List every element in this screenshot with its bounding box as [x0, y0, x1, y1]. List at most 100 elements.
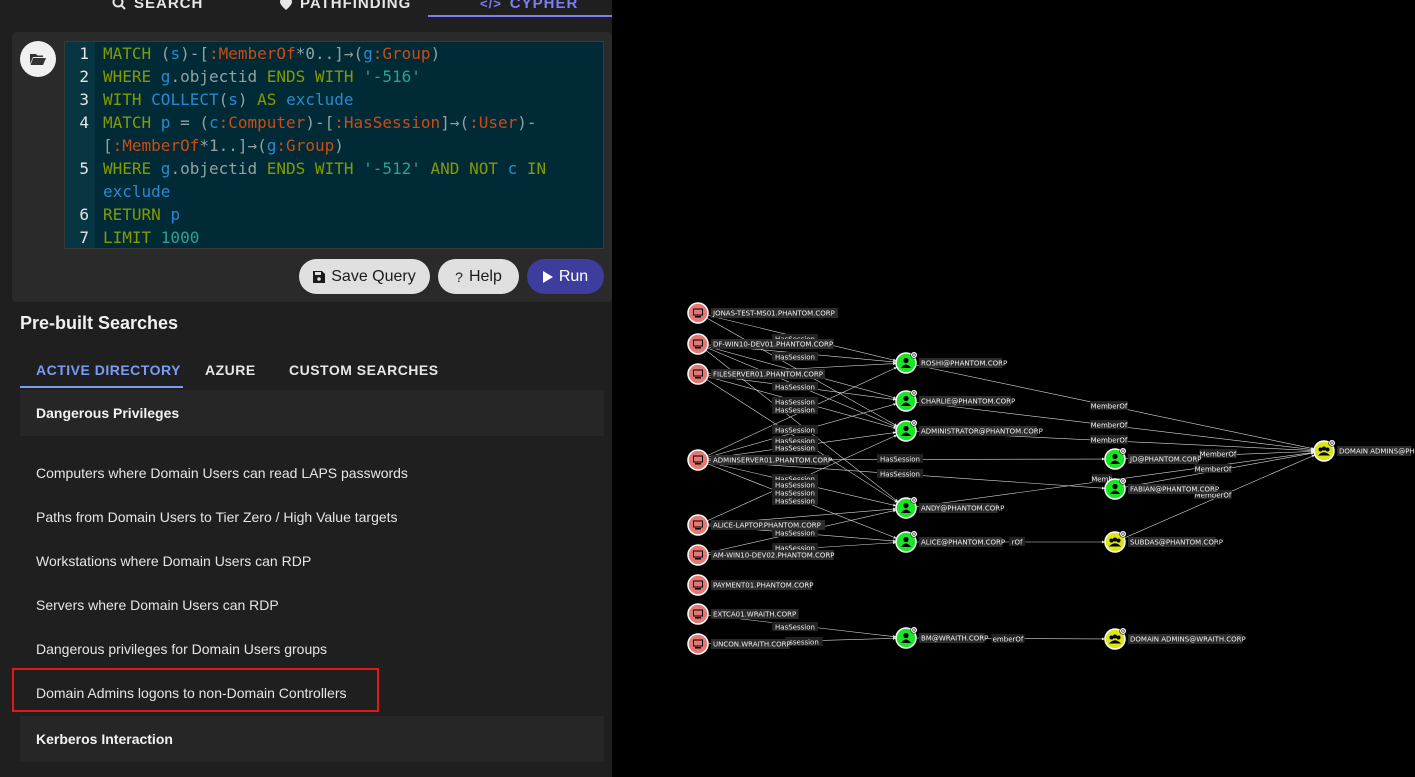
- computer-icon: [693, 369, 703, 379]
- computer-node[interactable]: AM-WIN10-DEV02.PHANTOM.CORP: [687, 544, 835, 566]
- edge-label: ssession: [785, 637, 823, 647]
- user-node[interactable]: ADMINISTRATOR@PHANTOM.CORP: [895, 419, 1043, 442]
- user-node[interactable]: BM@WRAITH.CORP: [895, 626, 988, 649]
- tab-pathfinding-label: PATHFINDING: [300, 0, 412, 12]
- user-icon: [901, 632, 911, 643]
- owned-badge-icon: [910, 389, 918, 397]
- svg-text:DOMAIN ADMINS@WRAITH.CORP: DOMAIN ADMINS@WRAITH.CORP: [1130, 636, 1246, 644]
- group-icon: [1109, 537, 1121, 547]
- computer-node[interactable]: PAYMENT01.PHANTOM.CORP: [687, 574, 813, 596]
- play-icon: [542, 270, 553, 283]
- tab-active-directory[interactable]: ACTIVE DIRECTORY: [36, 362, 181, 378]
- group-icon: [1109, 634, 1121, 644]
- svg-text:MemberOf: MemberOf: [1091, 403, 1128, 411]
- help-button[interactable]: ? Help: [438, 259, 519, 294]
- svg-text:CHARLIE@PHANTOM.CORP: CHARLIE@PHANTOM.CORP: [921, 398, 1015, 406]
- svg-text:HasSession: HasSession: [775, 384, 815, 392]
- user-node[interactable]: JD@PHANTOM.CORP: [1104, 447, 1202, 470]
- svg-text:HasSession: HasSession: [775, 407, 815, 415]
- edge-label: MemberOf: [1194, 464, 1232, 474]
- editor-gutter: [65, 42, 95, 248]
- code-line: exclude: [65, 180, 603, 203]
- tab-pathfinding[interactable]: PATHFINDING: [280, 0, 411, 15]
- user-node[interactable]: CHARLIE@PHANTOM.CORP: [895, 389, 1015, 412]
- group-icon: [1318, 446, 1330, 456]
- user-node[interactable]: ALICE@PHANTOM.CORP: [895, 530, 1005, 553]
- line-code: WHERE g.objectid ENDS WITH '-512' AND NO…: [103, 159, 547, 178]
- line-code: MATCH p = (c:Computer)-[:HasSession]→(:U…: [103, 113, 537, 132]
- svg-text:HasSession: HasSession: [775, 427, 815, 435]
- prebuilt-query-item[interactable]: Paths from Domain Users to Tier Zero / H…: [36, 509, 398, 525]
- group-node[interactable]: SUBDAS@PHANTOM.CORP: [1104, 530, 1223, 553]
- svg-text:HasSession: HasSession: [775, 354, 815, 362]
- line-number: 3: [79, 90, 89, 109]
- user-node[interactable]: ANDY@PHANTOM.CORP: [895, 496, 1004, 519]
- prebuilt-query-item[interactable]: Computers where Domain Users can read LA…: [36, 465, 408, 481]
- owned-badge-icon: [1119, 530, 1127, 538]
- svg-text:EXTCA01.WRAITH.CORP: EXTCA01.WRAITH.CORP: [713, 611, 796, 619]
- computer-node[interactable]: ADMINSERVER01.PHANTOM.CORP: [687, 449, 832, 471]
- code-line: 4 MATCH p = (c:Computer)-[:HasSession]→(…: [65, 111, 603, 134]
- cypher-editor[interactable]: 1 MATCH (s)-[:MemberOf*0..]→(g:Group) 2 …: [64, 41, 604, 249]
- code-line: 3 WITH COLLECT(s) AS exclude: [65, 88, 603, 111]
- svg-text:HasSession: HasSession: [775, 476, 815, 484]
- svg-text:ADMINISTRATOR@PHANTOM.CORP: ADMINISTRATOR@PHANTOM.CORP: [921, 428, 1043, 436]
- section-dangerous-privileges[interactable]: Dangerous Privileges: [20, 390, 604, 436]
- group-node[interactable]: DOMAIN ADMINS@WRAITH.CORP: [1104, 627, 1246, 650]
- graph-svg[interactable]: HasSessionHasSessionHasSessionHasSession…: [612, 0, 1415, 777]
- svg-text:ADMINSERVER01.PHANTOM.CORP: ADMINSERVER01.PHANTOM.CORP: [713, 457, 832, 465]
- svg-text:ROSHI@PHANTOM.CORP: ROSHI@PHANTOM.CORP: [921, 360, 1007, 368]
- edge-label: HasSession: [772, 488, 818, 498]
- svg-text:HasSession: HasSession: [775, 498, 815, 506]
- line-number: 7: [79, 228, 89, 247]
- edge-label: HasSession: [772, 382, 818, 392]
- computer-node[interactable]: JONAS-TEST-MS01.PHANTOM.CORP: [687, 302, 839, 324]
- line-code: exclude: [103, 182, 171, 201]
- computer-icon: [693, 580, 703, 590]
- svg-text:PAYMENT01.PHANTOM.CORP: PAYMENT01.PHANTOM.CORP: [713, 582, 813, 590]
- open-query-button[interactable]: [20, 41, 56, 77]
- computer-node[interactable]: UNCON.WRAITH.CORP: [687, 633, 791, 655]
- edge-label: HasSession: [772, 436, 818, 446]
- save-query-button[interactable]: Save Query: [299, 259, 430, 294]
- edge-label: HasSession: [772, 480, 818, 490]
- svg-text:BM@WRAITH.CORP: BM@WRAITH.CORP: [921, 635, 988, 643]
- edge-label: emberOf: [991, 634, 1025, 644]
- edge-label: HasSession: [877, 454, 923, 464]
- prebuilt-query-item[interactable]: Domain Admins logons to non-Domain Contr…: [36, 685, 347, 701]
- svg-text:HasSession: HasSession: [775, 445, 815, 453]
- svg-text:HasSession: HasSession: [775, 399, 815, 407]
- tab-cypher-label: CYPHER: [509, 0, 579, 12]
- user-node[interactable]: FABIAN@PHANTOM.CORP: [1104, 477, 1219, 500]
- edge-label: MemberOf: [1090, 435, 1128, 445]
- prebuilt-query-item[interactable]: Workstations where Domain Users can RDP: [36, 553, 312, 569]
- user-node[interactable]: ROSHI@PHANTOM.CORP: [895, 351, 1007, 374]
- tab-cypher[interactable]: </> CYPHER: [480, 0, 578, 15]
- code-line: 6 RETURN p: [65, 203, 603, 226]
- computer-node[interactable]: FILESERVER01.PHANTOM.CORP: [687, 363, 825, 385]
- user-icon: [901, 536, 911, 547]
- tab-azure[interactable]: AZURE: [205, 362, 256, 378]
- line-code: WHERE g.objectid ENDS WITH '-516': [103, 67, 421, 86]
- computer-icon: [693, 609, 703, 619]
- section-kerberos-interaction[interactable]: Kerberos Interaction: [20, 716, 604, 762]
- line-code: [:MemberOf*1..]→(g:Group): [103, 136, 344, 155]
- computer-node[interactable]: DF-WIN10-DEV01.PHANTOM.CORP: [687, 333, 834, 355]
- svg-text:DF-WIN10-DEV01.PHANTOM.CORP: DF-WIN10-DEV01.PHANTOM.CORP: [713, 341, 833, 349]
- edge-label: Memb: [1091, 474, 1113, 484]
- computer-icon: [693, 339, 703, 349]
- tab-custom-searches[interactable]: CUSTOM SEARCHES: [289, 362, 439, 378]
- owned-badge-icon: [1328, 439, 1336, 447]
- svg-text:FILESERVER01.PHANTOM.CORP: FILESERVER01.PHANTOM.CORP: [713, 371, 823, 379]
- edge-label: HasSession: [772, 443, 818, 453]
- group-node[interactable]: DOMAIN ADMINS@PH: [1313, 439, 1415, 462]
- prebuilt-query-item[interactable]: Servers where Domain Users can RDP: [36, 597, 279, 613]
- run-button[interactable]: Run: [527, 259, 604, 294]
- computer-node[interactable]: ALICE-LAPTOP.PHANTOM.CORP: [687, 514, 825, 536]
- prebuilt-query-item[interactable]: Dangerous privileges for Domain Users gr…: [36, 641, 328, 657]
- computer-icon: [693, 520, 703, 530]
- edge-label: HasSession: [772, 397, 818, 407]
- tab-search[interactable]: SEARCH: [112, 0, 203, 15]
- computer-node[interactable]: EXTCA01.WRAITH.CORP: [687, 603, 799, 625]
